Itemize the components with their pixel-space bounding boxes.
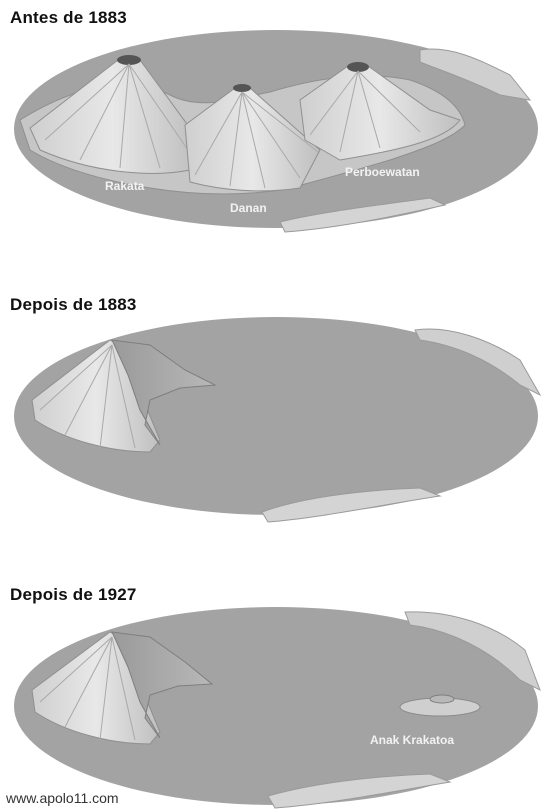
label-rakata: Rakata <box>105 179 145 193</box>
label-perboewatan: Perboewatan <box>345 165 420 179</box>
label-anak-krakatoa: Anak Krakatoa <box>370 733 454 747</box>
panel-before-1883: Rakata Danan Perboewatan <box>14 30 538 232</box>
watermark: www.apolo11.com <box>6 790 119 806</box>
label-danan: Danan <box>230 201 267 215</box>
panel-after-1927: Anak Krakatoa <box>14 607 540 808</box>
panel-after-1883 <box>14 317 540 522</box>
